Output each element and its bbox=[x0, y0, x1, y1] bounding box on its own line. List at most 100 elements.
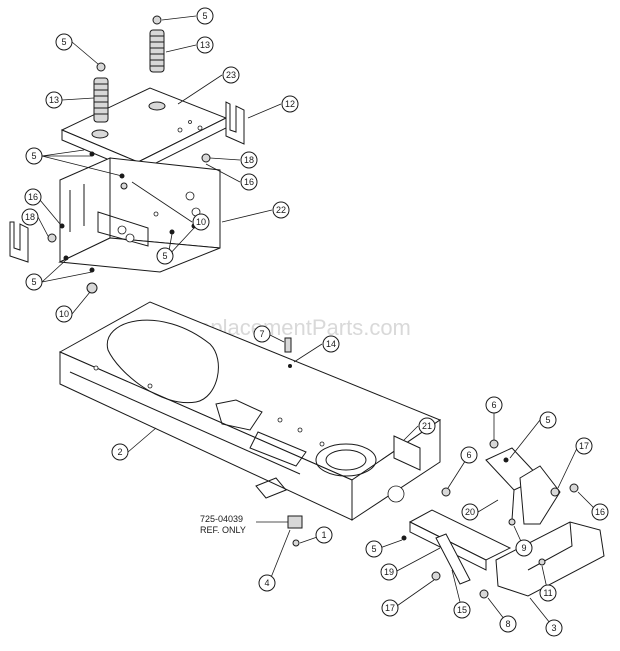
svg-text:16: 16 bbox=[595, 507, 605, 517]
callout-21: 21 bbox=[418, 417, 436, 435]
svg-text:14: 14 bbox=[326, 339, 336, 349]
washer-part-17-lower bbox=[431, 571, 441, 581]
svg-text:10: 10 bbox=[196, 217, 206, 227]
clip-part-12-right bbox=[225, 101, 245, 145]
callout-19: 19 bbox=[380, 563, 398, 581]
svg-text:5: 5 bbox=[545, 415, 550, 425]
svg-text:6: 6 bbox=[491, 400, 496, 410]
svg-text:12: 12 bbox=[285, 99, 295, 109]
callout-10-lower: 10 bbox=[55, 305, 73, 323]
callout-13-left: 13 bbox=[45, 91, 63, 109]
svg-text:11: 11 bbox=[543, 588, 552, 598]
callout-9: 9 bbox=[515, 539, 533, 557]
svg-text:20: 20 bbox=[465, 507, 475, 517]
svg-text:17: 17 bbox=[579, 441, 589, 451]
callout-4: 4 bbox=[258, 574, 276, 592]
svg-text:13: 13 bbox=[200, 40, 210, 50]
svg-text:21: 21 bbox=[422, 421, 432, 431]
svg-text:7: 7 bbox=[259, 329, 264, 339]
bolt-part-18-lower bbox=[47, 233, 57, 243]
callout-17-lower: 17 bbox=[381, 599, 399, 617]
callout-16-upper: 16 bbox=[240, 173, 258, 191]
callout-10-upper: 10 bbox=[192, 213, 210, 231]
callout-11: 11 bbox=[539, 584, 557, 602]
svg-text:16: 16 bbox=[28, 192, 38, 202]
callout-13-right: 13 bbox=[196, 36, 214, 54]
top-plate-part-23 bbox=[60, 87, 228, 173]
svg-text:9: 9 bbox=[521, 543, 526, 553]
leader-lines bbox=[37, 15, 599, 629]
svg-text:4: 4 bbox=[264, 578, 269, 588]
svg-text:19: 19 bbox=[384, 567, 394, 577]
callout-5-bracket-left: 5 bbox=[25, 273, 43, 291]
svg-text:5: 5 bbox=[31, 277, 36, 287]
callout-5-front-left: 5 bbox=[365, 540, 383, 558]
part-1 bbox=[292, 539, 300, 547]
callout-5-front-right: 5 bbox=[539, 411, 557, 429]
switch-725-04039 bbox=[287, 515, 303, 529]
bracket-part-21 bbox=[393, 435, 421, 471]
svg-text:23: 23 bbox=[226, 70, 236, 80]
callout-17-right: 17 bbox=[575, 437, 593, 455]
callout-5-top-left: 5 bbox=[55, 33, 73, 51]
callout-5-upper-plate: 5 bbox=[25, 147, 43, 165]
svg-text:5: 5 bbox=[202, 11, 207, 21]
callout-12-upper: 12 bbox=[281, 95, 299, 113]
tab-left bbox=[255, 477, 287, 499]
washer-part-10-upper bbox=[120, 182, 128, 190]
svg-text:1: 1 bbox=[321, 530, 326, 540]
spring-part-13-right bbox=[149, 29, 165, 73]
spring-part-13-left bbox=[93, 77, 109, 123]
washer-part-17 bbox=[550, 487, 560, 497]
bracket-part-22 bbox=[58, 157, 221, 273]
bracket-part-17-right bbox=[519, 465, 561, 525]
svg-text:17: 17 bbox=[385, 603, 395, 613]
svg-text:18: 18 bbox=[25, 212, 35, 222]
clip-part-12-left bbox=[9, 221, 29, 263]
callout-23: 23 bbox=[222, 66, 240, 84]
callout-18-left: 18 bbox=[21, 208, 39, 226]
nut-part-6-lower bbox=[441, 487, 451, 497]
callout-18-upper: 18 bbox=[240, 151, 258, 169]
callout-20: 20 bbox=[461, 503, 479, 521]
svg-text:3: 3 bbox=[551, 623, 556, 633]
callout-1: 1 bbox=[315, 526, 333, 544]
pin-part-7 bbox=[284, 337, 292, 353]
svg-text:6: 6 bbox=[466, 450, 471, 460]
washer-part-10-lower bbox=[86, 282, 98, 294]
callout-6-lower: 6 bbox=[460, 446, 478, 464]
callout-5-bracket-right: 5 bbox=[156, 247, 174, 265]
reference-part-number: 725-04039 bbox=[200, 514, 243, 524]
clip-part-11 bbox=[538, 558, 546, 566]
svg-text:16: 16 bbox=[244, 177, 254, 187]
svg-text:10: 10 bbox=[59, 309, 69, 319]
callout-14: 14 bbox=[322, 335, 340, 353]
callout-15: 15 bbox=[453, 601, 471, 619]
callout-5-top-right: 5 bbox=[196, 7, 214, 25]
svg-text:2: 2 bbox=[117, 447, 122, 457]
reference-note: REF. ONLY bbox=[200, 525, 246, 535]
nut-part-5-top-right bbox=[152, 15, 162, 25]
plate-part-15 bbox=[435, 533, 471, 585]
bolt-part-8 bbox=[479, 589, 489, 599]
svg-text:18: 18 bbox=[244, 155, 254, 165]
callout-8: 8 bbox=[499, 615, 517, 633]
nut-part-6-upper bbox=[489, 439, 499, 449]
callout-7: 7 bbox=[253, 325, 271, 343]
callout-6-upper: 6 bbox=[485, 396, 503, 414]
bolt-part-16 bbox=[569, 483, 579, 493]
callout-3: 3 bbox=[545, 619, 563, 637]
svg-text:5: 5 bbox=[371, 544, 376, 554]
callout-16-right: 16 bbox=[591, 503, 609, 521]
callout-16-left: 16 bbox=[24, 188, 42, 206]
frame-part-2 bbox=[58, 301, 442, 521]
callout-22: 22 bbox=[272, 201, 290, 219]
svg-text:13: 13 bbox=[49, 95, 59, 105]
svg-text:8: 8 bbox=[505, 619, 510, 629]
nut-part-9 bbox=[508, 518, 516, 526]
svg-text:5: 5 bbox=[162, 251, 167, 261]
bolt-part-18-upper bbox=[201, 153, 211, 163]
callout-2: 2 bbox=[111, 443, 129, 461]
nut-part-5-top-left bbox=[96, 62, 106, 72]
